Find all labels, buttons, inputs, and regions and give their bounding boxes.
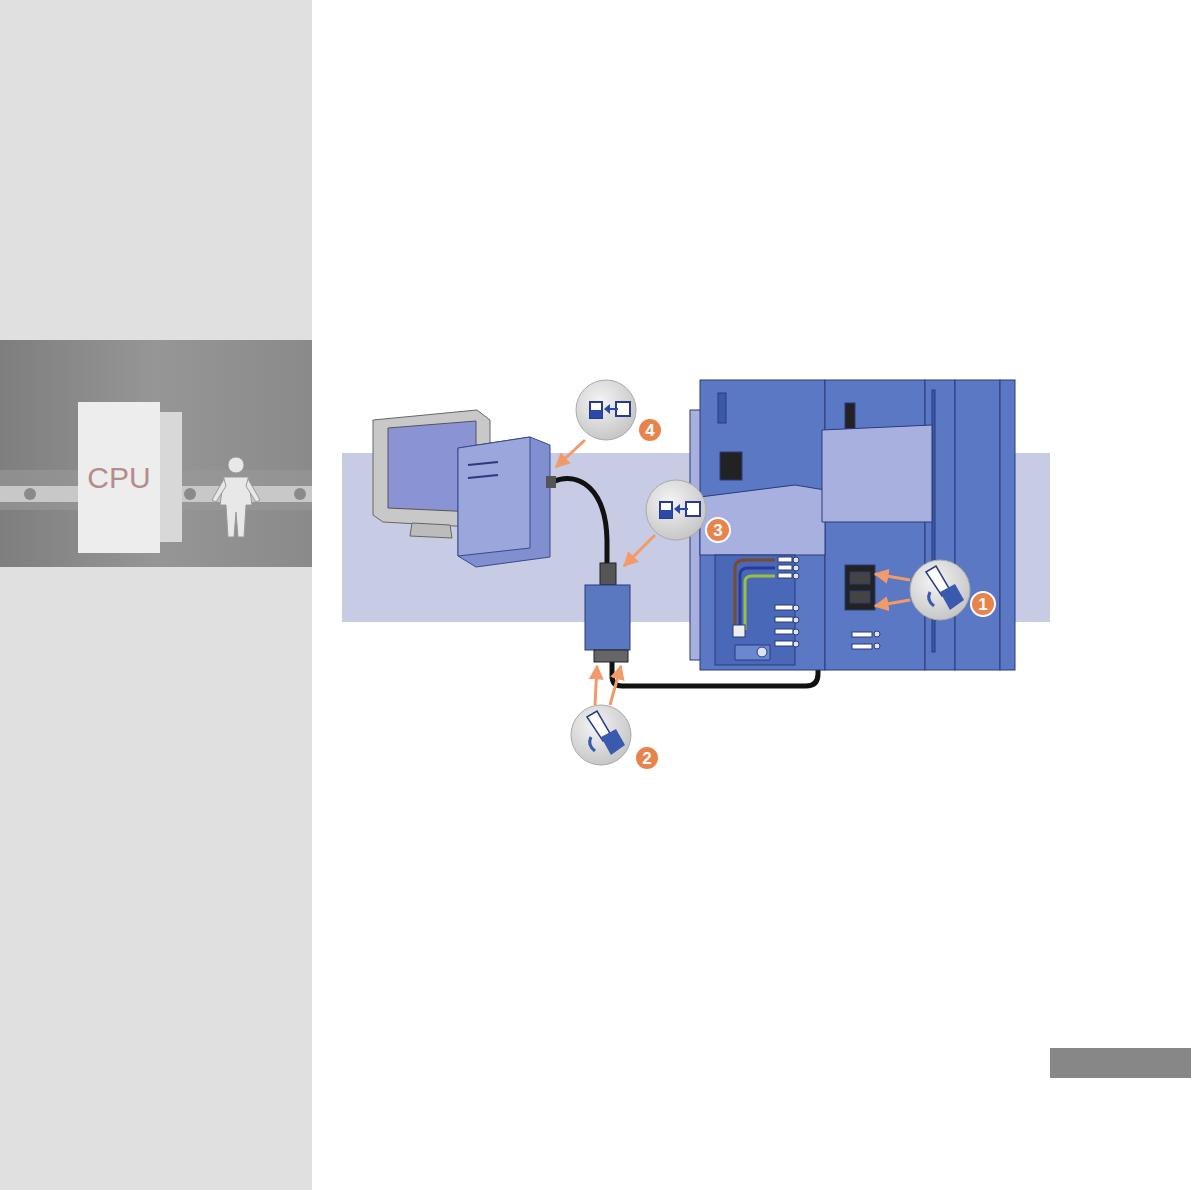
callout-number: 1 [978, 596, 987, 613]
leader-arrows [556, 440, 910, 705]
photo-band [0, 340, 312, 567]
page-tab-bar [1050, 1048, 1191, 1078]
callout-number: 4 [645, 422, 654, 439]
callout-circles [571, 380, 995, 770]
callout-number: 3 [713, 522, 722, 539]
pc-cable [552, 479, 607, 565]
sidebar [0, 0, 312, 1190]
cpu-box: CPU [78, 402, 160, 553]
callout-number: 2 [642, 750, 651, 767]
pc-plug [546, 476, 556, 488]
computer-tower [458, 437, 550, 567]
pc-adapter [585, 563, 630, 662]
box-label: CPU [87, 461, 150, 495]
plc-rack [690, 380, 1015, 670]
